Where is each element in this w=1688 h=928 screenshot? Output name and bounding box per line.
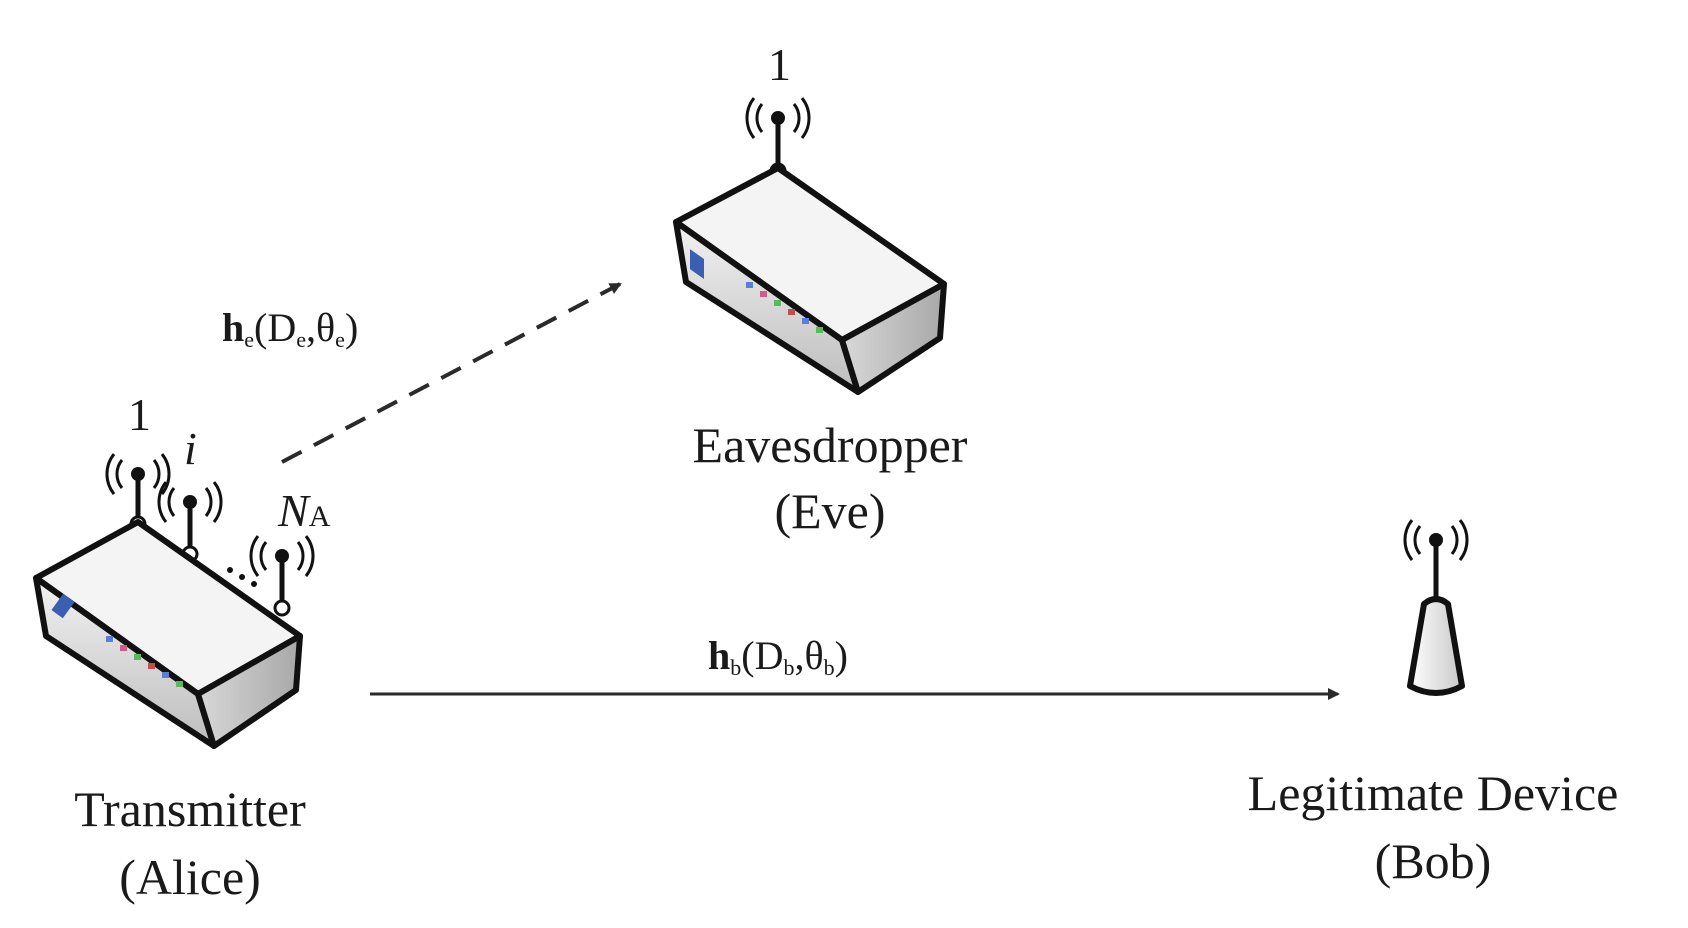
eve-name-label: Eavesdropper	[692, 417, 968, 473]
alice-antenna-na-label: NA	[278, 485, 331, 536]
bob-role-label: (Bob)	[1374, 833, 1492, 889]
eve-antenna-label: 1	[768, 39, 791, 90]
alice-antenna-i-label: i	[184, 423, 197, 474]
eve-channel-label: he(De,θe)	[222, 305, 359, 352]
alice-role-label: (Alice)	[119, 849, 261, 905]
alice-antenna-na-icon	[249, 535, 315, 617]
bob-channel-label: hb(Db,θb)	[708, 633, 848, 680]
bob-device	[1403, 519, 1469, 696]
bob-antenna-icon	[1403, 519, 1469, 600]
alice-panel-icon	[51, 593, 75, 619]
antenna-ellipsis	[227, 567, 257, 587]
bob-handset-icon	[1407, 596, 1465, 696]
bob-name-label: Legitimate Device	[1247, 765, 1619, 821]
alice-device	[33, 453, 315, 749]
alice-led-icons	[106, 636, 183, 687]
eve-led-icons	[746, 282, 823, 333]
eve-panel-icon	[690, 249, 704, 279]
eve-link-arrow	[281, 282, 622, 464]
alice-name-label: Transmitter	[74, 781, 306, 837]
eve-role-label: (Eve)	[774, 483, 886, 539]
alice-antenna-1-label: 1	[128, 389, 151, 440]
eve-device	[673, 97, 947, 395]
